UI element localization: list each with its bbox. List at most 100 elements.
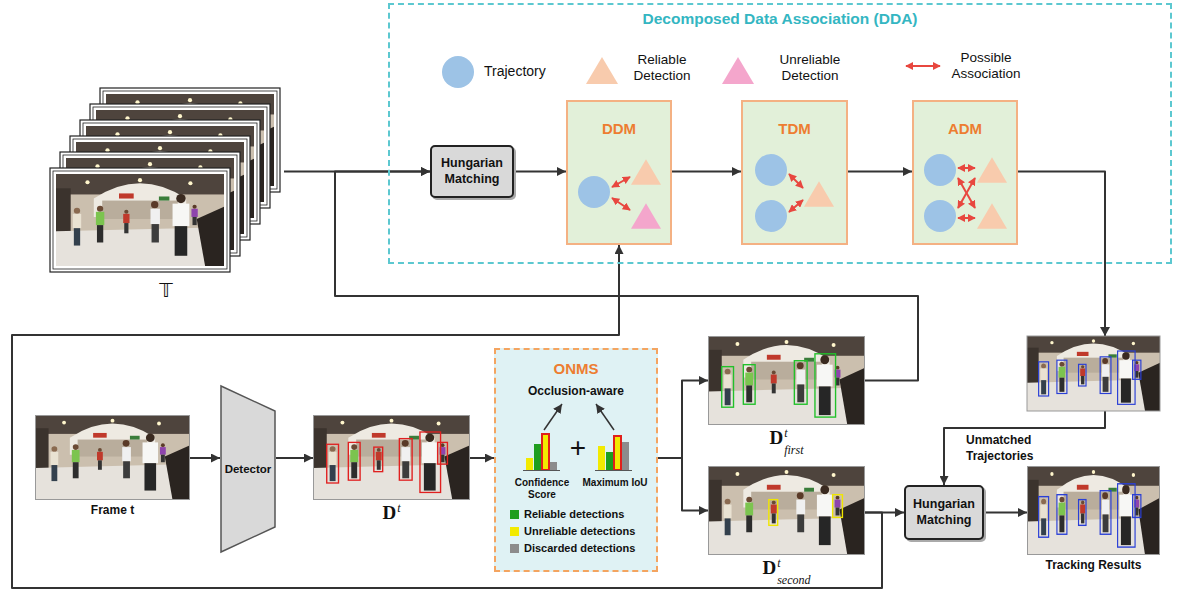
connector [658,458,708,511]
score-bar [542,434,549,470]
image-caption: Frame t [35,503,190,518]
connector [848,171,912,173]
legend-text: Discarded detections [524,541,635,555]
frame [50,168,230,272]
dashed-group-box: Decomposed Data Association (DDA)Hungari… [388,3,1172,264]
math-scripts: t [397,503,400,514]
score-bar [598,446,605,470]
photo-boxes [327,432,448,492]
frame-photo [56,174,224,266]
legend-text: Trajectory [484,63,546,79]
connector [984,512,1027,514]
image-panel: Dtfirst [708,336,865,425]
process-box: Hungarian Matching [430,145,514,198]
legend-text: Reliable Detection [620,52,704,84]
connector [672,171,741,173]
panel-title: DDM [568,120,670,137]
sequence-symbol: 𝕋 [48,279,284,301]
intermediate-result-image [1027,327,1160,411]
module-panel: TDM [741,100,848,245]
photo-boxes [1039,484,1141,547]
image-panel: Dtsecond [708,466,865,555]
score-bar [614,436,621,470]
bar-axis [595,470,632,471]
image-panel: Dt [313,415,470,500]
box-label: Hungarian Matching [432,156,512,187]
legend-text: Unreliable Detection [760,52,860,84]
detector-label: Detector [225,463,272,475]
detection-triangle [977,157,1007,183]
legend-swatch [510,527,519,536]
score-bar [534,444,541,470]
photo [313,415,470,500]
detection-triangle [977,203,1007,229]
trajectory-circle [755,154,787,186]
reliable-sample [586,57,618,84]
module-panel: ADM [912,100,1018,245]
process-box: Hungarian Matching [904,485,984,540]
possible-association [958,178,975,208]
math-scripts: tsecond [777,558,810,586]
score-bar [606,452,613,470]
math-label: Dtfirst [708,428,865,456]
chart-label: Confidence Score [502,477,582,500]
connector [944,172,1105,486]
math-symbol: D [769,428,783,447]
score-bar [526,458,533,470]
connector [865,512,904,514]
possible-association [958,167,975,169]
possible-association [958,178,975,208]
bar-axis [523,470,560,471]
photo [1027,466,1160,555]
photo-border [314,416,470,500]
unreliable-sample [722,57,754,84]
superscript: t [397,503,400,514]
score-bar [550,462,557,470]
trajectory-circle [924,154,956,186]
trajectory-circle [924,200,956,232]
legend-text: Reliable detections [524,507,624,521]
stack-label: 𝕋 [48,279,284,301]
edge-label: Unmatched Trajectories [964,432,1064,464]
legend-swatch [510,510,519,519]
detection-triangle [804,181,834,207]
onms-panel: ONMSOcclusion-awareConfidence Score+Maxi… [494,348,658,572]
panel-title: TDM [743,120,846,137]
frame-stack: 𝕋 [48,86,284,276]
legend-text: Unreliable detections [524,524,635,538]
association-sample [906,65,940,67]
trajectory-sample [442,56,474,88]
possible-association [789,200,803,212]
photo-scene [708,466,865,555]
subscript: first [784,444,803,456]
photo-border [709,467,865,555]
photo-border [1028,467,1160,555]
arrow [544,404,562,430]
criterion-title: Occlusion-aware [496,384,656,398]
photo-scene [708,336,865,425]
connector [190,457,220,459]
detection-triangle [631,203,661,229]
photo-boxes [769,495,843,526]
arrow [596,404,614,430]
photo-boxes [722,354,836,417]
legend-samples [442,56,940,88]
photo-border [709,337,865,425]
legend-text: Possible Association [944,50,1028,82]
connector [12,245,882,588]
possible-association [789,174,803,188]
trajectory-circle [755,200,787,232]
legend-swatch [510,544,519,553]
photo-scene [313,415,470,500]
detector-trapezoid: Detector [220,385,276,553]
image-caption: Tracking Results [1027,558,1160,573]
plus-sign: + [565,434,591,462]
box-label: Hungarian Matching [906,497,982,528]
math-symbol: D [762,558,776,577]
frame-inner [53,171,227,269]
image-panel: Frame t [35,415,190,500]
panel-title: ADM [914,120,1016,137]
module-panel: DDM [566,100,672,245]
superscript: t [777,558,780,569]
